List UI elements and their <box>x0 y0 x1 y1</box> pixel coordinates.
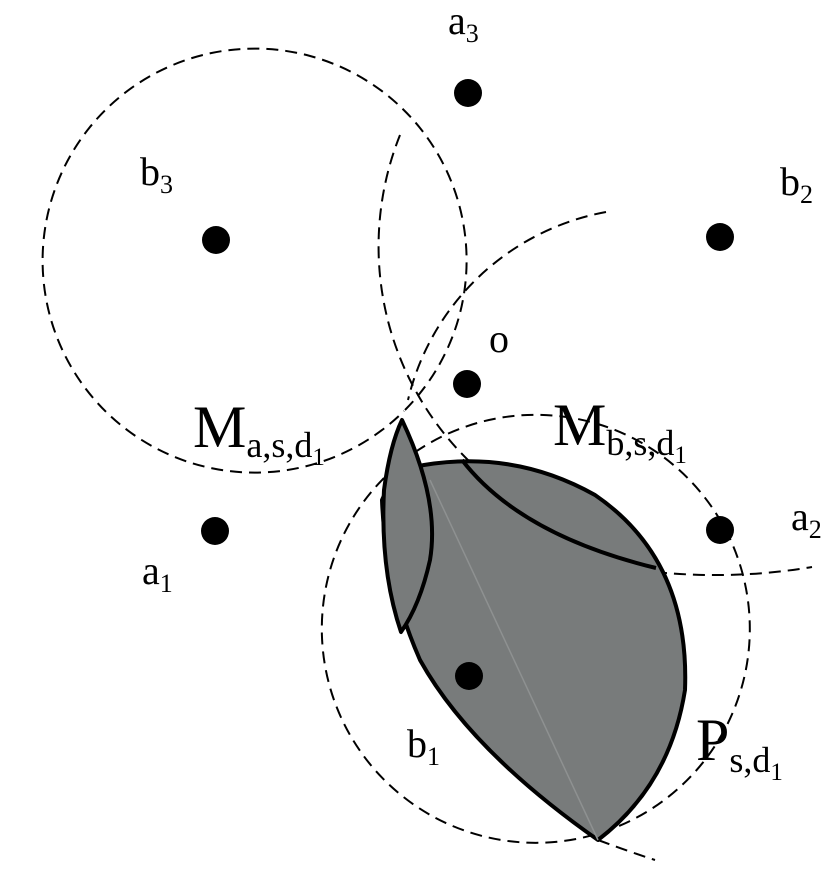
region-m-b-arc <box>460 458 657 570</box>
arc-a2 <box>654 566 813 577</box>
label-m-b: Mb,s,d1 <box>553 392 687 469</box>
point-b3 <box>202 226 230 254</box>
dashed-circles <box>41 47 813 861</box>
label-o: o <box>489 316 509 361</box>
arc-a3 <box>377 134 471 463</box>
point-b2 <box>706 223 734 251</box>
region-m-a <box>381 418 435 634</box>
label-a3: a3 <box>448 0 479 48</box>
circle-a1 <box>41 47 468 474</box>
point-a1 <box>201 517 229 545</box>
point-b1 <box>455 662 483 690</box>
label-m-a: Ma,s,d1 <box>193 394 325 471</box>
label-b2: b2 <box>780 159 813 209</box>
point-a2 <box>706 516 734 544</box>
circle-b1 <box>320 413 751 844</box>
point-o <box>453 370 481 398</box>
arc-tail-bottom <box>597 839 656 861</box>
label-a2: a2 <box>791 494 822 544</box>
label-a1: a1 <box>142 548 173 598</box>
arc-b2 <box>407 211 607 401</box>
label-b3: b3 <box>140 149 173 199</box>
label-b1: b1 <box>407 721 440 771</box>
label-p: Ps,d1 <box>696 707 783 786</box>
region-p-inner-line <box>429 479 599 841</box>
points <box>201 79 734 690</box>
point-a3 <box>454 79 482 107</box>
